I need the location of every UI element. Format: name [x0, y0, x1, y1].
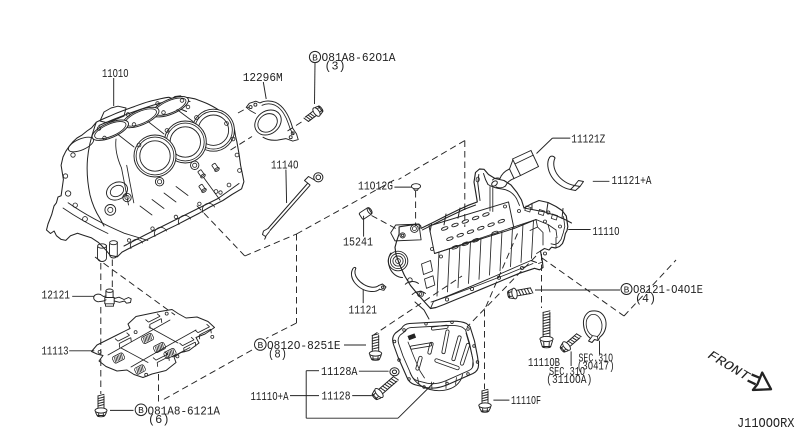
- svg-text:11113: 11113: [42, 345, 69, 359]
- svg-text:1111O+A: 1111O+A: [251, 390, 290, 404]
- svg-text:1111O: 1111O: [593, 225, 620, 239]
- svg-text:11O12G: 11O12G: [358, 180, 393, 194]
- svg-text:11121: 11121: [349, 304, 378, 318]
- svg-text:(3O417): (3O417): [577, 360, 615, 373]
- svg-text:O81A8-6121A: O81A8-6121A: [148, 405, 221, 419]
- svg-text:B: B: [257, 340, 263, 351]
- svg-text:B: B: [624, 284, 630, 295]
- svg-text:15241: 15241: [343, 236, 373, 250]
- svg-text:SEC.31O: SEC.31O: [549, 366, 585, 379]
- svg-text:12121: 12121: [42, 289, 71, 303]
- svg-text:B: B: [312, 52, 318, 63]
- svg-text:O812O-8251E: O812O-8251E: [267, 339, 341, 353]
- svg-text:1111OB: 1111OB: [528, 356, 560, 370]
- svg-text:11128A: 11128A: [321, 365, 358, 379]
- svg-text:O81A8-62O1A: O81A8-62O1A: [322, 51, 397, 65]
- svg-text:(6): (6): [148, 414, 170, 427]
- svg-text:B: B: [138, 405, 144, 416]
- svg-text:O8121-O4O1E: O8121-O4O1E: [633, 283, 703, 297]
- svg-text:1114O: 1114O: [271, 159, 299, 173]
- svg-text:11121+A: 11121+A: [612, 174, 653, 188]
- svg-text:11O1O: 11O1O: [102, 67, 129, 81]
- svg-text:11128: 11128: [322, 390, 351, 404]
- svg-text:J11OOORX: J11OOORX: [737, 417, 795, 432]
- svg-text:(4): (4): [635, 293, 656, 306]
- svg-text:(311OOA): (311OOA): [546, 374, 592, 387]
- svg-text:12296M: 12296M: [243, 71, 283, 85]
- svg-text:(8): (8): [268, 349, 287, 362]
- svg-text:1111OF: 1111OF: [511, 394, 541, 408]
- svg-text:SEC.31O: SEC.31O: [579, 352, 614, 365]
- svg-text:(3): (3): [325, 61, 346, 74]
- svg-text:11121Z: 11121Z: [571, 133, 605, 147]
